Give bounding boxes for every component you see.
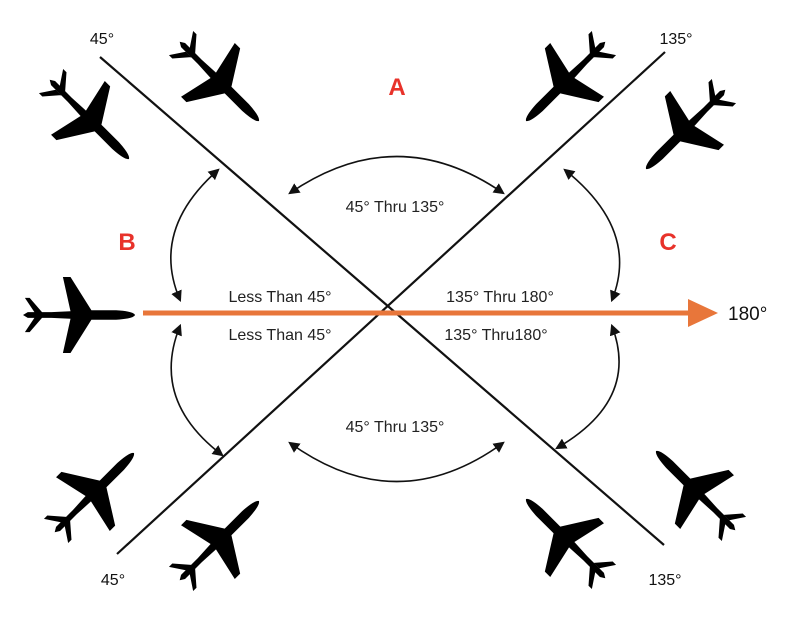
region-label-a: A [388, 74, 405, 101]
heading-label: 180° [728, 304, 767, 325]
airplane-silhouette-icon [22, 52, 156, 186]
arc-right-upper [563, 168, 621, 303]
angle-range-bottom: 45° Thru 135° [346, 419, 445, 436]
airplane-silhouette-icon [152, 474, 286, 608]
airplane-silhouette-icon [27, 426, 161, 560]
airplane-silhouette-icon [629, 424, 763, 558]
airplane-silhouette-icon [499, 14, 633, 148]
angle-range-left-lower: Less Than 45° [228, 327, 331, 344]
arc-left-upper [170, 168, 220, 303]
arc-left-lower [170, 323, 224, 457]
angle-range-right-lower: 135° Thru180° [444, 327, 547, 344]
airplane-silhouette-icon [22, 277, 136, 353]
airplane-silhouette-icon [499, 472, 633, 606]
heading-arrow [143, 299, 718, 327]
arc-bottom [288, 441, 505, 483]
arc-top [288, 155, 505, 195]
region-label-c: C [659, 229, 676, 256]
runway-line-135 [116, 51, 666, 555]
runway-line-45 [99, 56, 665, 546]
airplane-silhouette-icon [152, 14, 286, 148]
angle-range-right-upper: 135° Thru 180° [446, 289, 554, 306]
airplane-silhouette-icon [619, 62, 753, 196]
angle-range-top: 45° Thru 135° [346, 199, 445, 216]
region-label-b: B [118, 229, 135, 256]
angle-range-left-upper: Less Than 45° [228, 289, 331, 306]
corner-label-bottom-right: 135° [648, 572, 681, 589]
arc-right-lower [555, 323, 621, 450]
corner-label-top-left: 45° [90, 31, 114, 48]
corner-label-top-right: 135° [659, 31, 692, 48]
corner-label-bottom-left: 45° [101, 572, 125, 589]
arrow-right-icon [688, 299, 718, 327]
